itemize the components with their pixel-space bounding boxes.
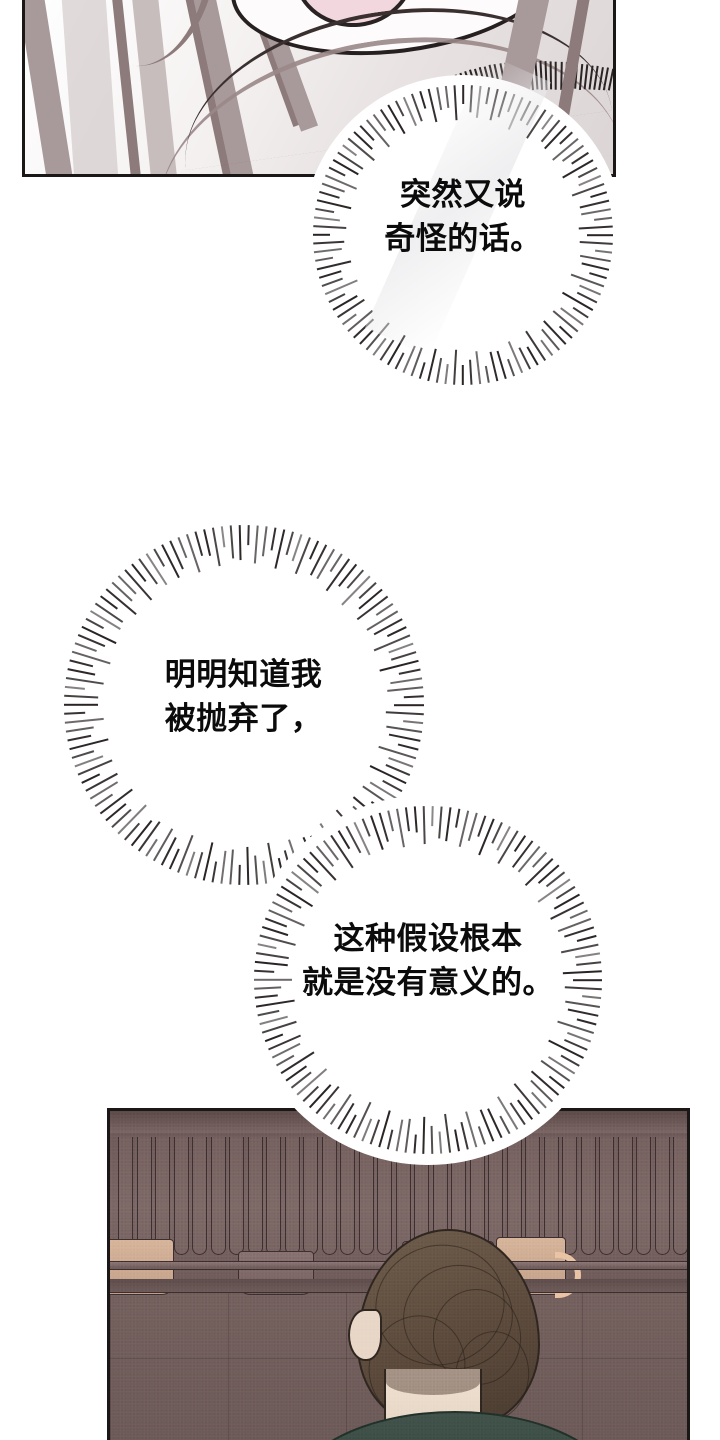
- mug-handle: [555, 1252, 581, 1298]
- bubble-2-text: 明明知道我 被抛弃了，: [164, 657, 323, 738]
- neck-shadow: [386, 1369, 480, 1395]
- ear: [348, 1309, 382, 1361]
- paper-grain-overlay: [110, 1111, 687, 1440]
- thought-bubble-1: 突然又说 奇怪的话。: [303, 53, 623, 395]
- panel-kitchen-shelf: [107, 1108, 690, 1440]
- bubble-3-text: 这种假设根本 就是没有意义的。: [302, 921, 554, 1002]
- bubble-1-text: 突然又说 奇怪的话。: [384, 177, 542, 258]
- dish-rack: [118, 1137, 687, 1267]
- thought-bubble-3: 这种假设根本 就是没有意义的。: [243, 795, 613, 1165]
